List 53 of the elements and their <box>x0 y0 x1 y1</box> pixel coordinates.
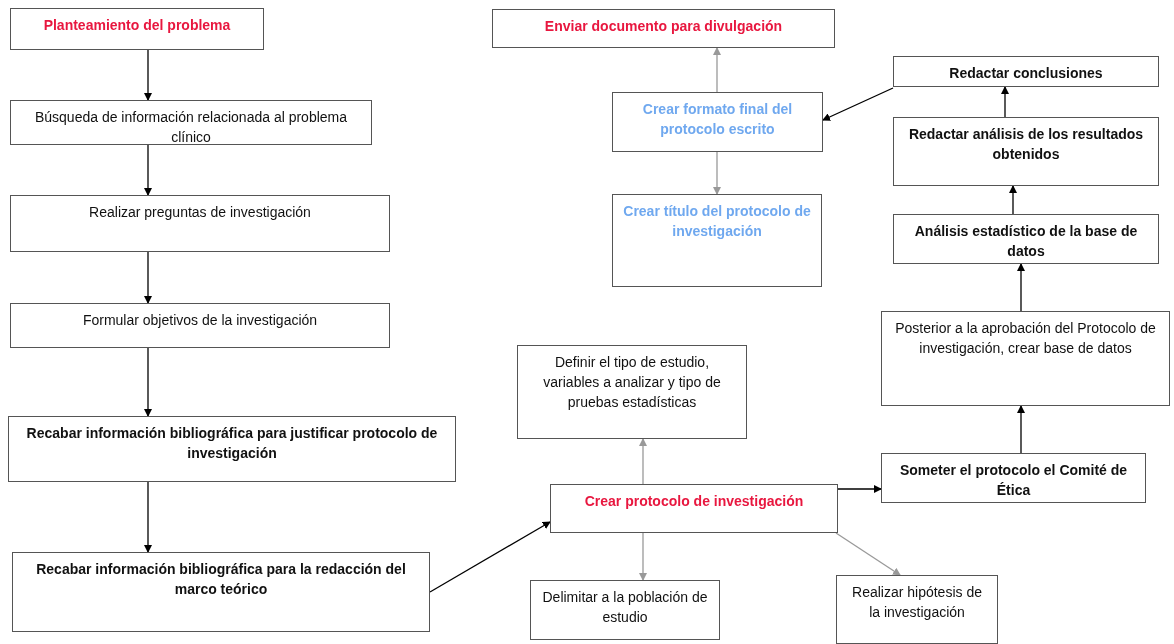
process-box <box>612 194 822 287</box>
step-text: Realizar preguntas de investigación <box>89 203 311 222</box>
arrow <box>429 521 551 593</box>
process-box <box>10 195 390 252</box>
arrow <box>144 144 152 196</box>
step-text: Recabar información bibliográfica para la redacción del marco teórico <box>35 560 407 599</box>
step-text: Búsqueda de información relacionada al problema clínico <box>33 108 349 147</box>
arrow <box>1009 185 1017 215</box>
arrow <box>1017 263 1025 312</box>
step-text: Posterior a la aprobación del Protocolo de investigación, crear base de datos <box>894 319 1157 358</box>
arrow <box>144 251 152 304</box>
arrow <box>713 47 721 93</box>
arrow <box>1001 86 1009 118</box>
step-text: Planteamiento del problema <box>43 16 231 35</box>
process-box <box>612 92 823 152</box>
step-text: Enviar documento para divulgación <box>544 17 783 36</box>
process-box <box>12 552 430 632</box>
process-box <box>517 345 747 439</box>
step-text: Someter el protocolo el Comité de Ética <box>898 461 1129 500</box>
arrow <box>639 438 647 485</box>
process-box <box>893 56 1159 87</box>
step-text: Análisis estadístico de la base de datos <box>913 222 1139 261</box>
arrow <box>713 151 721 195</box>
process-box <box>836 575 998 644</box>
arrow <box>837 485 882 493</box>
process-box <box>8 416 456 482</box>
arrow <box>835 532 901 576</box>
process-box <box>550 484 838 533</box>
arrow <box>144 481 152 553</box>
step-text: Redactar conclusiones <box>949 64 1103 83</box>
process-box <box>10 303 390 348</box>
arrow <box>144 49 152 101</box>
step-text: Redactar análisis de los resultados obtenidos <box>907 125 1145 164</box>
process-box <box>530 580 720 640</box>
process-box <box>893 214 1159 264</box>
arrow <box>144 347 152 417</box>
step-text: Crear protocolo de investigación <box>584 492 804 511</box>
step-text: Definir el tipo de estudio, variables a analizar y tipo de pruebas estadísticas <box>542 353 722 412</box>
step-text: Formular objetivos de la investigación <box>82 311 318 330</box>
process-box <box>10 8 264 50</box>
process-box <box>881 311 1170 406</box>
step-text: Delimitar a la población de estudio <box>541 588 709 627</box>
step-text: Realizar hipótesis de la investigación <box>851 583 983 622</box>
arrow <box>822 87 894 121</box>
process-box <box>893 117 1159 186</box>
arrow <box>1017 405 1025 454</box>
process-box <box>881 453 1146 503</box>
step-text: Crear título del protocolo de investigación <box>622 202 812 241</box>
step-text: Crear formato final del protocolo escrito <box>641 100 794 139</box>
step-text: Recabar información bibliográfica para justificar protocolo de investigación <box>25 424 439 463</box>
arrow <box>639 532 647 581</box>
process-box <box>10 100 372 145</box>
process-box <box>492 9 835 48</box>
